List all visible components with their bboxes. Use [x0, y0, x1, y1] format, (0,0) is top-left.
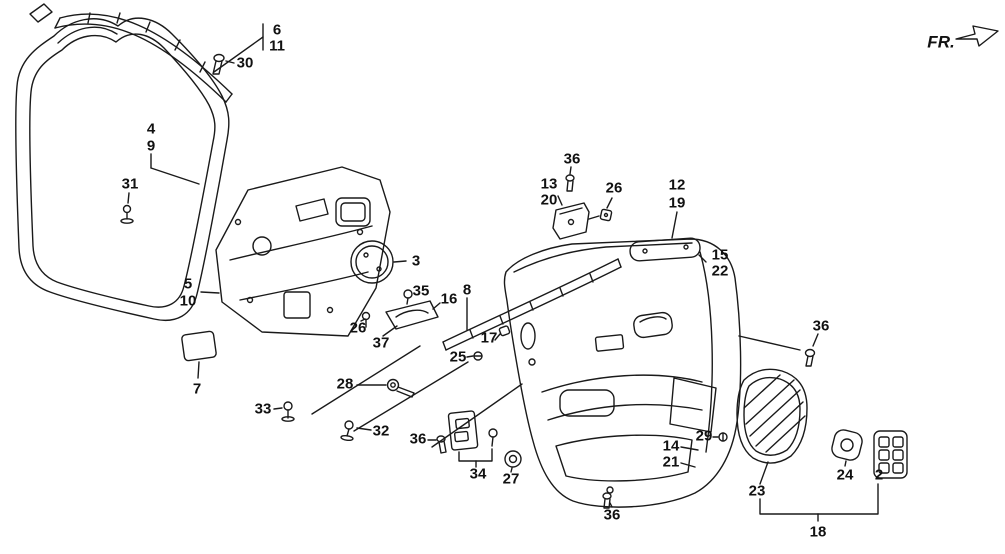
callout-23: 23	[748, 482, 766, 500]
callout-16: 16	[440, 290, 458, 308]
door-trim-panel	[503, 238, 742, 508]
callout-8: 8	[462, 281, 472, 299]
callout-37: 37	[372, 334, 390, 352]
switch-34-assembly	[447, 410, 498, 468]
switch-panel-2	[873, 430, 908, 479]
screw-30-icon	[212, 53, 235, 75]
clip-33-icon	[273, 401, 295, 422]
callout-36-bottom: 36	[603, 506, 621, 524]
callout-17: 17	[480, 329, 498, 347]
callout-25: 25	[449, 348, 467, 366]
callout-33: 33	[254, 400, 272, 418]
leader-4-9	[150, 153, 200, 185]
callout-4: 4	[146, 120, 156, 138]
fr-arrow-icon	[955, 25, 999, 47]
leader-6-11	[213, 23, 264, 73]
callout-5: 5	[183, 275, 193, 293]
callout-9: 9	[146, 137, 156, 155]
bracket-18	[759, 483, 879, 522]
leaders-14-21-29	[680, 432, 728, 468]
callout-34: 34	[469, 465, 487, 483]
round-plate-3	[350, 240, 407, 284]
clip-25-icon	[466, 351, 483, 361]
grommet-24	[831, 429, 863, 467]
pull-pocket-bracket	[552, 195, 590, 240]
callout-28: 28	[336, 375, 354, 393]
door-handle-assembly	[360, 289, 441, 337]
callout-14: 14	[662, 437, 680, 455]
callout-12: 12	[668, 176, 686, 194]
callout-26-left: 26	[349, 319, 367, 337]
speaker-grille	[736, 368, 808, 485]
callout-36-top: 36	[563, 150, 581, 168]
callout-6: 6	[272, 21, 282, 39]
screw-36-left-icon	[427, 435, 447, 454]
screw-36-right-icon	[738, 333, 819, 367]
callout-29: 29	[695, 427, 713, 445]
belt-molding	[442, 258, 622, 351]
inner-panel	[200, 166, 391, 337]
grommet-27-icon	[504, 450, 522, 473]
callout-7: 7	[192, 380, 202, 398]
clip-32-icon	[340, 420, 372, 442]
screw-36-bottom-icon	[602, 492, 613, 509]
callout-3: 3	[411, 252, 421, 270]
callout-24: 24	[836, 466, 854, 484]
callout-20: 20	[540, 191, 558, 209]
clip-26-right-icon	[588, 197, 613, 222]
part-7	[181, 330, 217, 379]
callout-31: 31	[121, 175, 139, 193]
callout-10: 10	[179, 292, 197, 310]
callout-11: 11	[269, 37, 285, 55]
callout-36-right: 36	[812, 317, 830, 335]
callout-32: 32	[372, 422, 390, 440]
callout-36-left: 36	[409, 430, 427, 448]
callout-26-right: 26	[605, 179, 623, 197]
callout-21: 21	[662, 453, 680, 471]
clip-31-icon	[120, 192, 134, 224]
callout-13: 13	[540, 175, 558, 193]
callout-18: 18	[809, 523, 827, 541]
weatherstrip-seal	[15, 3, 230, 321]
door-molding-strip	[54, 12, 233, 103]
callout-35: 35	[412, 282, 430, 300]
callout-22: 22	[711, 262, 729, 280]
armrest-base	[629, 211, 707, 263]
callout-30: 30	[236, 54, 254, 72]
callout-19: 19	[668, 194, 686, 212]
callout-2: 2	[874, 466, 884, 484]
fr-direction-label: FR.	[927, 32, 955, 52]
clip-17-icon	[494, 325, 511, 341]
bolt-28-icon	[356, 378, 415, 398]
screw-36-top-icon	[565, 166, 575, 192]
callout-27: 27	[502, 470, 520, 488]
callout-15: 15	[711, 246, 729, 264]
